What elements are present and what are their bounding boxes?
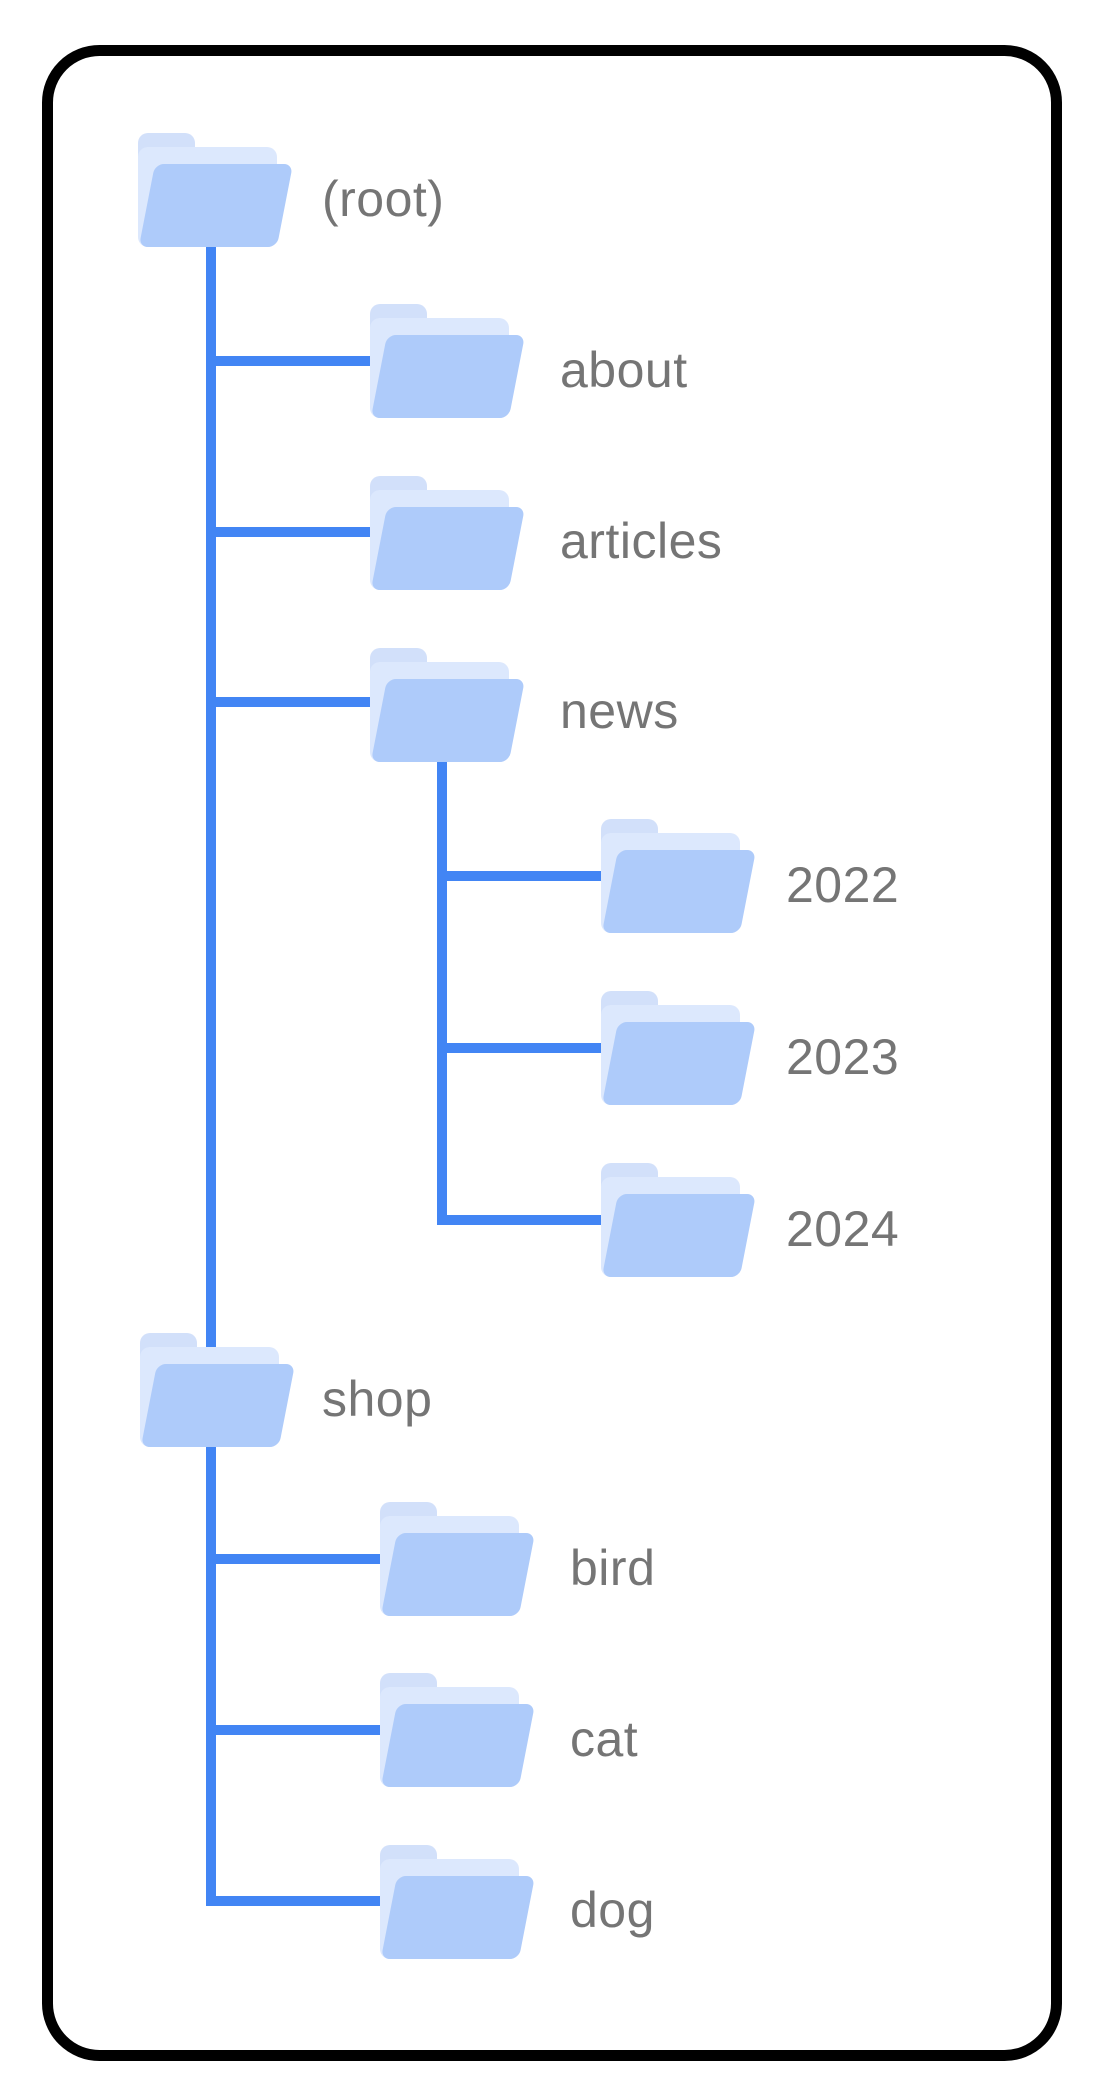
connector-branch-articles: [206, 527, 390, 537]
folder-icon-dog: [380, 1845, 535, 1959]
label-shop: shop: [322, 1371, 432, 1427]
label-bird: bird: [570, 1540, 655, 1596]
label-2024: 2024: [786, 1201, 899, 1257]
folder-icon-about: [370, 304, 525, 418]
folder-icon-news: [370, 648, 525, 762]
folder-icon-2024: [601, 1163, 756, 1277]
label-news: news: [560, 683, 679, 739]
folder-icon-root: [138, 133, 293, 247]
connector-root-trunk: [206, 247, 216, 1906]
connector-branch-bird: [206, 1554, 398, 1564]
connector-branch-cat: [206, 1725, 398, 1735]
label-dog: dog: [570, 1882, 655, 1938]
folder-icon-bird: [380, 1502, 535, 1616]
label-about: about: [560, 342, 688, 398]
folder-icon-2022: [601, 819, 756, 933]
connector-news-trunk: [437, 762, 447, 1225]
connector-branch-2023: [437, 1043, 616, 1053]
folder-icon-2023: [601, 991, 756, 1105]
folder-icon-cat: [380, 1673, 535, 1787]
connector-branch-news: [206, 697, 390, 707]
label-root: (root): [322, 171, 444, 227]
label-2022: 2022: [786, 857, 899, 913]
label-cat: cat: [570, 1711, 638, 1767]
connector-branch-2024: [437, 1215, 616, 1225]
connector-branch-dog: [206, 1896, 398, 1906]
label-2023: 2023: [786, 1029, 899, 1085]
folder-icon-shop: [140, 1333, 295, 1447]
label-articles: articles: [560, 513, 722, 569]
folder-labels: (root) about articles news 2022 2023 202…: [322, 171, 899, 1938]
connector-branch-about: [206, 356, 390, 366]
connectors: [206, 247, 616, 1906]
folder-icon-articles: [370, 476, 525, 590]
connector-branch-2022: [437, 871, 616, 881]
